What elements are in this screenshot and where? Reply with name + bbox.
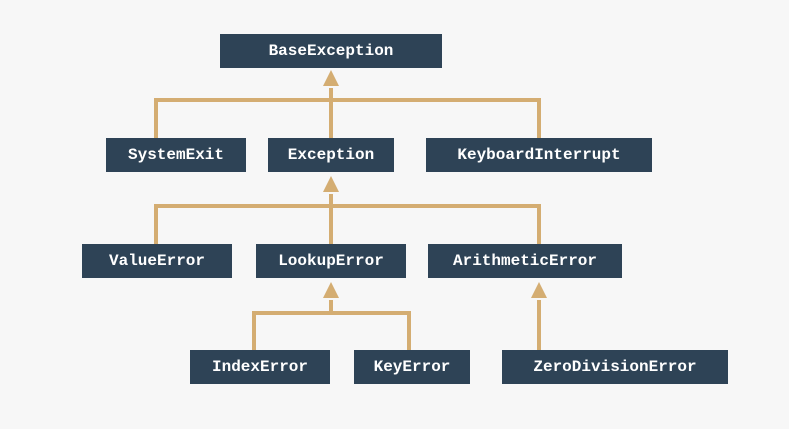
connector-systemexit-to-baseexception (154, 98, 331, 140)
node-exception: Exception (268, 138, 394, 172)
connector-arithmeticerror-to-exception (331, 204, 541, 246)
connector-valueerror-to-exception (154, 204, 331, 246)
arrowhead-arithmeticerror (531, 282, 547, 298)
arrowhead-exception (323, 176, 339, 192)
node-systemexit: SystemExit (106, 138, 246, 172)
connector-keyerror-to-lookuperror (331, 311, 411, 352)
node-indexerror: IndexError (190, 350, 330, 384)
node-lookuperror: LookupError (256, 244, 406, 278)
node-arithmeticerror: ArithmeticError (428, 244, 622, 278)
node-valueerror: ValueError (82, 244, 232, 278)
node-baseexception: BaseException (220, 34, 442, 68)
connector-indexerror-to-lookuperror (252, 311, 331, 352)
connector-keyboardinterrupt-to-baseexception (331, 98, 541, 140)
node-zerodivisionerror: ZeroDivisionError (502, 350, 728, 384)
arrowhead-lookuperror (323, 282, 339, 298)
arrowhead-baseexception (323, 70, 339, 86)
node-keyboardinterrupt: KeyboardInterrupt (426, 138, 652, 172)
node-keyerror: KeyError (354, 350, 470, 384)
